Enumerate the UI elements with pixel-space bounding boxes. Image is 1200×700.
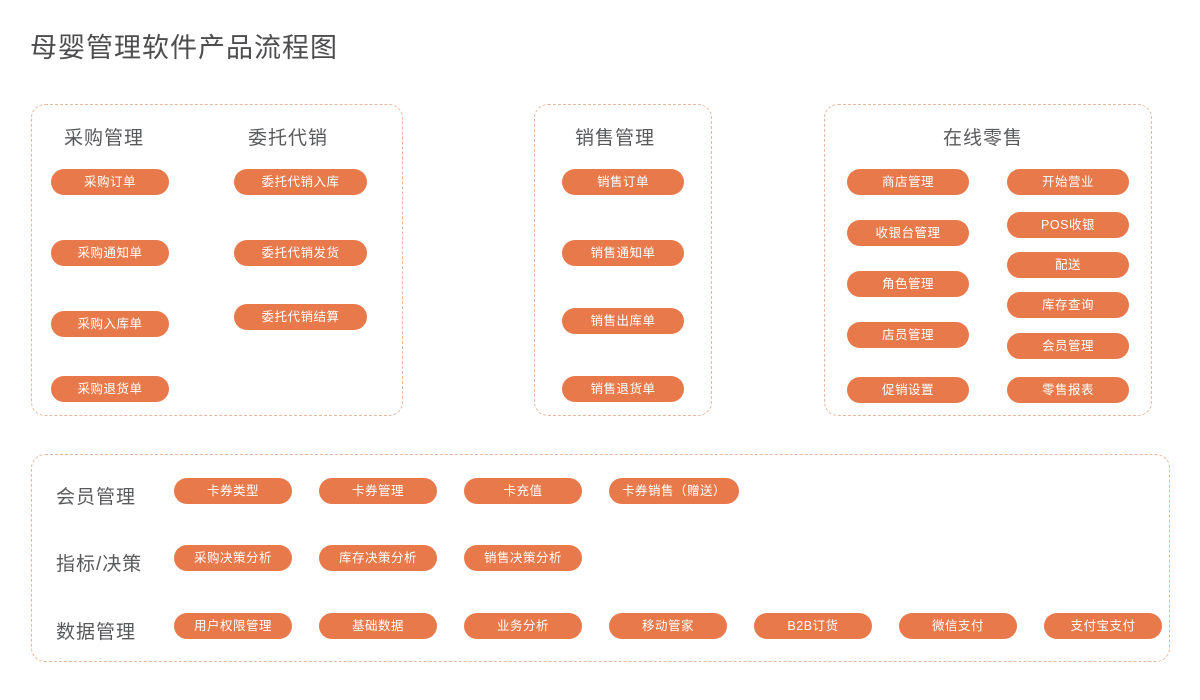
pill-role-management[interactable]: 角色管理 xyxy=(847,271,969,297)
panel-heading-retail: 在线零售 xyxy=(943,128,1024,149)
panel-heading-procurement: 采购管理 xyxy=(64,128,145,149)
pill-purchase-order[interactable]: 采购订单 xyxy=(51,169,169,195)
row-label-metrics-decision: 指标/决策 xyxy=(56,554,143,575)
pill-purchase-return[interactable]: 采购退货单 xyxy=(51,376,169,402)
panel-heading-consignment: 委托代销 xyxy=(248,128,329,149)
pill-sales-outbound[interactable]: 销售出库单 xyxy=(562,308,684,334)
pill-sales-return[interactable]: 销售退货单 xyxy=(562,376,684,402)
pill-store-management[interactable]: 商店管理 xyxy=(847,169,969,195)
pill-cashier-desk-management[interactable]: 收银台管理 xyxy=(847,220,969,246)
pill-inventory-query[interactable]: 库存查询 xyxy=(1007,292,1129,318)
pill-start-business[interactable]: 开始营业 xyxy=(1007,169,1129,195)
pill-card-management[interactable]: 卡券管理 xyxy=(319,478,437,504)
pill-consignment-shipment[interactable]: 委托代销发货 xyxy=(234,240,367,266)
pill-sales-decision-analysis[interactable]: 销售决策分析 xyxy=(464,545,582,571)
pill-sales-order[interactable]: 销售订单 xyxy=(562,169,684,195)
pill-card-type[interactable]: 卡券类型 xyxy=(174,478,292,504)
pill-promotion-settings[interactable]: 促销设置 xyxy=(847,377,969,403)
row-label-membership: 会员管理 xyxy=(56,487,137,508)
page-title: 母婴管理软件产品流程图 xyxy=(30,33,338,63)
pill-consignment-inbound[interactable]: 委托代销入库 xyxy=(234,169,367,195)
pill-card-recharge[interactable]: 卡充值 xyxy=(464,478,582,504)
pill-pos-checkout[interactable]: POS收银 xyxy=(1007,212,1129,238)
pill-consignment-settlement[interactable]: 委托代销结算 xyxy=(234,304,367,330)
pill-retail-report[interactable]: 零售报表 xyxy=(1007,377,1129,403)
pill-clerk-management[interactable]: 店员管理 xyxy=(847,322,969,348)
pill-b2b-ordering[interactable]: B2B订货 xyxy=(754,613,872,639)
pill-mobile-steward[interactable]: 移动管家 xyxy=(609,613,727,639)
pill-basic-data[interactable]: 基础数据 xyxy=(319,613,437,639)
pill-business-analysis[interactable]: 业务分析 xyxy=(464,613,582,639)
pill-sales-notice[interactable]: 销售通知单 xyxy=(562,240,684,266)
pill-purchase-notice[interactable]: 采购通知单 xyxy=(51,240,169,266)
pill-purchase-inbound[interactable]: 采购入库单 xyxy=(51,311,169,337)
panel-bottom: 会员管理 卡券类型 卡券管理 卡充值 卡券销售（赠送） 指标/决策 采购决策分析… xyxy=(31,454,1170,662)
pill-inventory-decision-analysis[interactable]: 库存决策分析 xyxy=(319,545,437,571)
pill-user-permission-management[interactable]: 用户权限管理 xyxy=(174,613,292,639)
panel-sales: 销售管理 销售订单 销售通知单 销售出库单 销售退货单 xyxy=(534,104,712,416)
pill-delivery[interactable]: 配送 xyxy=(1007,252,1129,278)
pill-member-management[interactable]: 会员管理 xyxy=(1007,333,1129,359)
pill-card-sale-gift[interactable]: 卡券销售（赠送） xyxy=(609,478,739,504)
row-label-data-management: 数据管理 xyxy=(56,622,137,643)
pill-alipay-pay[interactable]: 支付宝支付 xyxy=(1044,613,1162,639)
pill-wechat-pay[interactable]: 微信支付 xyxy=(899,613,1017,639)
panel-heading-sales: 销售管理 xyxy=(575,128,656,149)
panel-procurement: 采购管理 委托代销 采购订单 采购通知单 采购入库单 采购退货单 委托代销入库 … xyxy=(31,104,403,416)
panel-retail: 在线零售 商店管理 收银台管理 角色管理 店员管理 促销设置 开始营业 POS收… xyxy=(824,104,1152,416)
pill-purchase-decision-analysis[interactable]: 采购决策分析 xyxy=(174,545,292,571)
